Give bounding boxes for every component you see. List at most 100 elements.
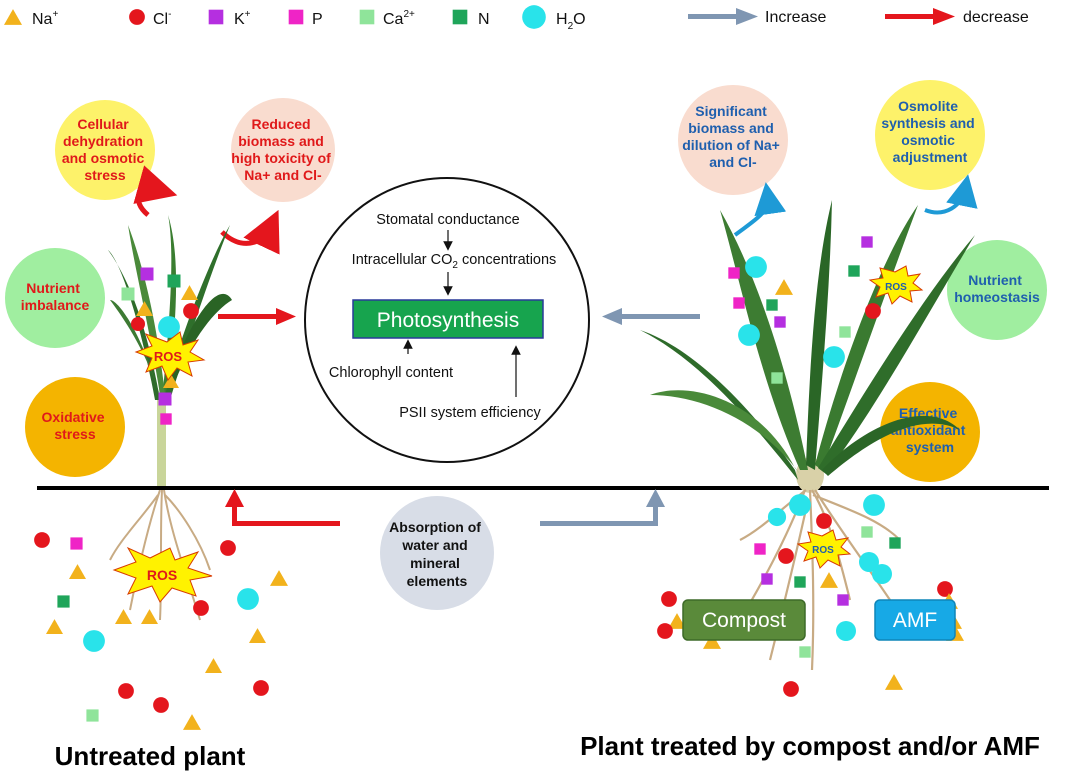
cl-ion-icon xyxy=(816,513,832,529)
right-curved-arrow-1 xyxy=(733,182,787,237)
cl-ion-icon xyxy=(235,609,249,623)
intracellular-a: Intracellular CO xyxy=(352,252,453,268)
na-ion-icon xyxy=(205,658,222,673)
p-ion-icon xyxy=(754,543,766,555)
left-effect-biomass-text: Reduced biomass and high toxicity of Na+… xyxy=(231,116,334,183)
absorption-line2: water and xyxy=(401,537,467,553)
legend-k-sup: + xyxy=(245,9,251,20)
left-effect-dehydration-text: Cellular dehydration and osmotic stress xyxy=(62,116,148,183)
right-effect4-line3: system xyxy=(906,439,954,455)
svg-text:H2O: H2O xyxy=(556,11,586,32)
ca-ion-icon xyxy=(771,372,783,384)
cl-ion-icon xyxy=(34,532,50,548)
right-effect-osmolite-circle xyxy=(875,80,985,190)
na-ion-icon xyxy=(181,285,198,300)
stomatal-conductance-label: Stomatal conductance xyxy=(376,212,519,228)
left-effects: Cellular dehydration and osmotic stress … xyxy=(5,98,335,477)
cl-ion-icon xyxy=(220,540,236,556)
right-ros-label-lower: ROS xyxy=(812,545,834,556)
left-effect2-line2: biomass and xyxy=(238,133,324,149)
absorption-line3: mineral xyxy=(410,555,460,571)
na-ion-icon xyxy=(69,564,86,579)
svg-text:Cl-: Cl- xyxy=(153,9,171,28)
na-ion-icon xyxy=(183,714,201,730)
cl-ion-icon xyxy=(253,680,269,696)
right-effect3-line2: homeostasis xyxy=(954,289,1040,305)
ground-line xyxy=(37,486,1049,490)
absorption-line1: Absorption of xyxy=(389,519,481,535)
h2o-ion-icon xyxy=(745,256,767,278)
left-effect-oxidative-circle xyxy=(25,377,125,477)
right-absorption-arrow xyxy=(540,489,665,526)
absorption-line4: elements xyxy=(407,573,468,589)
left-effect2-line4: Na+ and Cl- xyxy=(244,167,322,183)
cl-ion-icon xyxy=(783,681,799,697)
h2o-ion-icon xyxy=(237,588,259,610)
treated-plant-title: Plant treated by compost and/or AMF xyxy=(580,731,1040,761)
right-effect-nutrient-text: Nutrient homeostasis xyxy=(954,272,1040,305)
intracellular-co2-label: Intracellular CO2 concentrations xyxy=(352,252,557,271)
ca-ion-icon xyxy=(861,526,873,538)
h2o-legend-icon xyxy=(522,5,546,29)
n-ion-icon xyxy=(57,595,70,608)
legend-na-sup: + xyxy=(52,9,58,20)
increase-arrow-icon xyxy=(688,8,758,25)
right-effect-antioxidant-circle xyxy=(880,382,980,482)
legend-cl: Cl xyxy=(153,11,168,28)
right-effect1-line1: Significant xyxy=(695,103,767,119)
left-curved-arrow-2 xyxy=(220,209,280,255)
h2o-ion-icon xyxy=(836,621,856,641)
legend-na: Na xyxy=(32,11,53,28)
amf-box xyxy=(874,599,956,641)
right-ros-label-upper: ROS xyxy=(885,282,907,293)
cl-ion-icon xyxy=(778,548,794,564)
left-effect1-line2: dehydration xyxy=(63,133,143,149)
left-effect-dehydration-circle xyxy=(55,100,155,200)
ca-ion-icon xyxy=(86,709,99,722)
legend-n: N xyxy=(478,11,490,28)
na-ion-icon xyxy=(820,572,838,588)
left-effect1-line1: Cellular xyxy=(77,116,129,132)
na-ion-icon xyxy=(141,609,158,624)
left-effect4-line1: Oxidative xyxy=(42,409,105,425)
legend-ca: Ca xyxy=(383,11,404,28)
left-effect-oxidative-text: Oxidative stress xyxy=(42,409,109,442)
legend-h2o-sub: 2 xyxy=(568,21,574,32)
right-effect-nutrient-circle xyxy=(947,240,1047,340)
right-effect-osmolite-text: Osmolite synthesis and osmotic adjustmen… xyxy=(881,98,978,165)
ca-ion-icon xyxy=(799,646,811,658)
h2o-ion-icon xyxy=(738,324,760,346)
left-effect1-line4: stress xyxy=(84,167,125,183)
na-ion-icon xyxy=(885,674,903,690)
left-ros-burst-lower: ROS xyxy=(112,546,213,603)
left-curved-arrow-1 xyxy=(133,165,178,217)
right-plant-illustration xyxy=(640,200,975,671)
right-effect2-line3: osmotic xyxy=(901,132,955,148)
legend: Na+ Cl- K+ P Ca2+ N H2O Increase decreas… xyxy=(4,5,1029,32)
compost-label: Compost xyxy=(702,609,786,632)
cl-ion-icon xyxy=(131,317,145,331)
k-legend-icon xyxy=(208,9,224,25)
k-ion-icon xyxy=(761,573,773,585)
chlorophyll-content-label: Chlorophyll content xyxy=(329,365,453,381)
right-effect3-line1: Nutrient xyxy=(968,272,1022,288)
na-legend-icon xyxy=(4,9,22,25)
p-legend-icon xyxy=(288,9,304,25)
svg-text:K+: K+ xyxy=(234,9,251,28)
n-ion-icon xyxy=(167,274,181,288)
cl-ion-icon xyxy=(153,697,169,713)
legend-decrease: decrease xyxy=(963,9,1029,26)
cl-legend-icon xyxy=(129,9,145,25)
ca-ion-icon xyxy=(121,287,135,301)
cl-ion-icon xyxy=(118,683,134,699)
legend-cl-sup: - xyxy=(168,9,171,20)
n-ion-icon xyxy=(794,576,806,588)
na-ion-icon xyxy=(115,609,132,624)
right-effects: Significant biomass and dilution of Na+ … xyxy=(678,80,1047,482)
right-to-photosynthesis-arrow xyxy=(602,308,700,325)
right-effect2-line1: Osmolite xyxy=(898,98,958,114)
cl-ion-icon xyxy=(657,623,673,639)
left-to-photosynthesis-arrow xyxy=(218,308,296,325)
svg-text:Ca2+: Ca2+ xyxy=(383,9,415,28)
photosynthesis-box xyxy=(352,299,544,339)
